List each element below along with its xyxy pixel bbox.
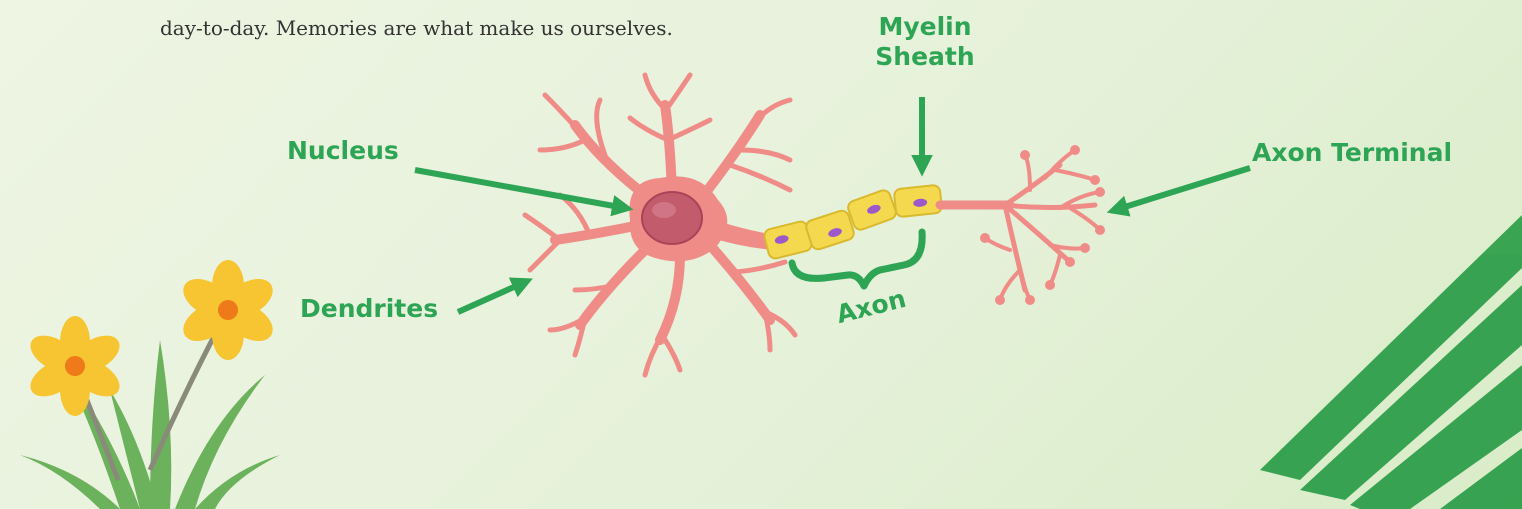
myelin-label-line1: Myelin	[878, 12, 971, 41]
dendrites-arrow	[458, 282, 525, 312]
myelin-label-line2: Sheath	[875, 42, 974, 71]
nucleus-arrow	[415, 170, 625, 208]
nucleus-label: Nucleus	[287, 136, 399, 166]
flowers-illustration	[20, 260, 280, 509]
intro-text: day-to-day. Memories are what make us ou…	[160, 16, 673, 40]
synaptic-knobs	[980, 145, 1105, 305]
brush-stroke-decoration	[1260, 215, 1522, 509]
myelin-segment	[894, 185, 943, 218]
flower-left	[24, 316, 126, 416]
axon-terminal-label: Axon Terminal	[1252, 138, 1452, 168]
myelin-sheath-label: Myelin Sheath	[830, 12, 1020, 72]
nucleus	[642, 192, 702, 244]
neuron	[525, 75, 1105, 375]
axon-terminal-arrow	[1115, 168, 1250, 210]
myelin-segment	[804, 209, 855, 251]
axon-terminal	[940, 150, 1100, 300]
dendrites-label: Dendrites	[300, 294, 438, 324]
flower-right	[177, 260, 280, 360]
myelin-segment	[846, 188, 898, 231]
myelin-sheath	[763, 185, 942, 260]
